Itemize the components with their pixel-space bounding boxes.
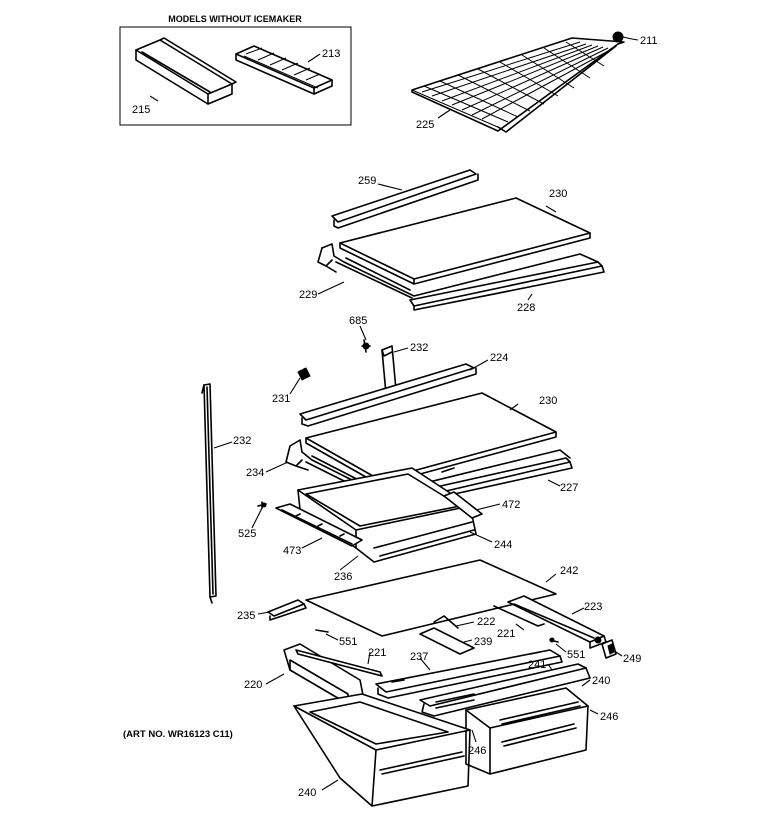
callout-228: 228 xyxy=(517,302,535,314)
callout-241: 241 xyxy=(528,659,546,671)
screw-685 xyxy=(361,339,371,353)
drawer-slide-472 xyxy=(443,491,483,519)
wire-shelf-225 xyxy=(411,37,625,133)
screw-551-left xyxy=(315,629,329,633)
ice-bin-215 xyxy=(135,37,237,105)
rail-221-left xyxy=(295,649,383,677)
rail-235 xyxy=(267,599,307,621)
callout-259: 259 xyxy=(358,175,376,187)
callout-235: 235 xyxy=(237,610,255,622)
crisper-drawer-right xyxy=(465,687,589,775)
callout-246-left: 246 xyxy=(468,745,486,757)
shelf-trim-228 xyxy=(409,261,605,311)
callout-230-upper: 230 xyxy=(549,188,567,200)
callout-229: 229 xyxy=(299,289,317,301)
crisper-frame-237 xyxy=(375,649,563,699)
clip-239 xyxy=(419,627,475,655)
callout-230-mid: 230 xyxy=(539,395,557,407)
support-bracket-232-long xyxy=(201,383,217,604)
shelf-frame-229 xyxy=(317,243,599,299)
screw-525 xyxy=(257,501,267,509)
crisper-rail-241 xyxy=(419,663,591,717)
clip-231 xyxy=(297,367,311,381)
drawer-housing-236 xyxy=(297,467,477,563)
callout-labels: 215 213 211 225 259 230 229 228 685 232 … xyxy=(132,35,658,799)
art-number: (ART NO. WR16123 C11) xyxy=(123,729,233,740)
callout-242: 242 xyxy=(560,565,578,577)
callout-473: 473 xyxy=(283,545,301,557)
callout-551-right: 551 xyxy=(567,649,585,661)
callout-237: 237 xyxy=(410,651,428,663)
clip-222 xyxy=(433,615,459,629)
callout-220: 220 xyxy=(244,679,262,691)
callout-234: 234 xyxy=(246,467,264,479)
callout-240-bottom: 240 xyxy=(298,787,316,799)
shelf-trim-259 xyxy=(331,169,479,229)
crisper-drawer-left xyxy=(293,693,471,807)
screw-551-right xyxy=(549,637,559,643)
callout-223: 223 xyxy=(584,601,602,613)
callout-213: 213 xyxy=(322,48,340,60)
glass-shelf-242 xyxy=(305,559,557,637)
callout-232-short: 232 xyxy=(410,342,428,354)
callout-525: 525 xyxy=(238,528,256,540)
callout-224: 224 xyxy=(490,352,508,364)
bracket-249 xyxy=(601,639,617,659)
callout-232-long: 232 xyxy=(233,435,251,447)
callout-222: 222 xyxy=(477,616,495,628)
ice-tray-213 xyxy=(235,45,333,95)
callout-227: 227 xyxy=(560,482,578,494)
callout-239: 239 xyxy=(474,636,492,648)
callout-221-right: 221 xyxy=(497,628,515,640)
callout-685: 685 xyxy=(349,315,367,327)
callout-236: 236 xyxy=(334,571,352,583)
leader-lines xyxy=(149,38,639,791)
drawer-slide-473 xyxy=(275,503,363,547)
slide-223 xyxy=(507,595,607,649)
callout-246-right: 246 xyxy=(600,711,618,723)
inset-title: MODELS WITHOUT ICEMAKER xyxy=(168,14,302,24)
rail-221-right xyxy=(493,605,545,627)
callout-215: 215 xyxy=(132,104,150,116)
callout-249: 249 xyxy=(623,653,641,665)
callout-551-left: 551 xyxy=(339,636,357,648)
inset-models-without-icemaker: MODELS WITHOUT ICEMAKER xyxy=(119,14,352,126)
callout-221-left: 221 xyxy=(368,647,386,659)
callout-211: 211 xyxy=(640,35,658,47)
glass-shelf-230-upper xyxy=(339,197,591,285)
callout-231: 231 xyxy=(272,393,290,405)
callout-225: 225 xyxy=(416,119,434,131)
screw-211 xyxy=(612,31,633,43)
callout-244: 244 xyxy=(494,539,512,551)
callout-240-right: 240 xyxy=(592,675,610,687)
callout-472: 472 xyxy=(502,499,520,511)
